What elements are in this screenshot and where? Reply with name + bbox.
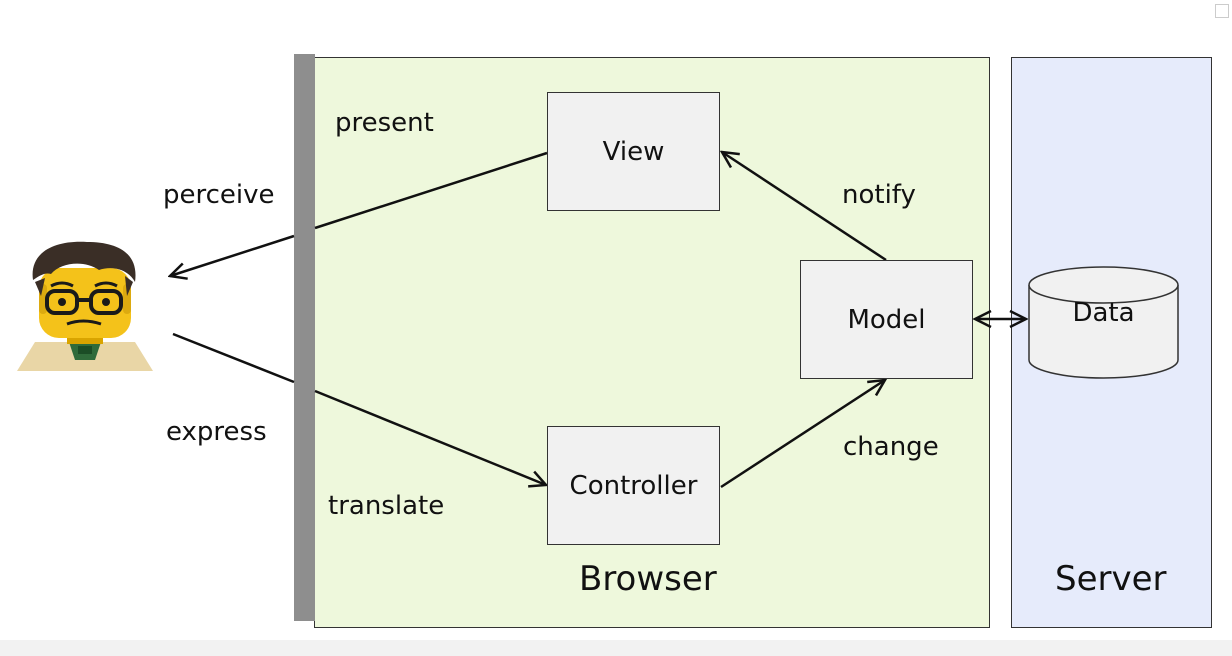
controller-box: Controller: [547, 426, 720, 545]
change-label: change: [843, 432, 939, 462]
view-box: View: [547, 92, 720, 211]
arrow-perceive: [170, 234, 295, 276]
corner-marker: [1215, 4, 1229, 18]
model-label: Model: [847, 304, 926, 335]
perceive-label: perceive: [163, 180, 275, 210]
notify-label: notify: [842, 180, 916, 210]
server-label: Server: [1055, 559, 1167, 599]
user-lego-figure-icon: [17, 241, 153, 371]
database-cylinder-icon: [1028, 266, 1179, 379]
present-label: present: [335, 108, 434, 138]
arrow-translate: [314, 389, 546, 485]
boundary-bar: [294, 54, 315, 621]
arrow-express: [172, 332, 295, 384]
data-label: Data: [1072, 298, 1135, 328]
view-label: View: [602, 136, 665, 167]
express-label: express: [166, 417, 267, 447]
arrow-notify: [722, 152, 887, 262]
bottom-strip: [0, 640, 1232, 656]
controller-label: Controller: [569, 470, 698, 501]
arrow-view-to-boundary: [314, 151, 548, 230]
model-box: Model: [800, 260, 973, 379]
arrow-change: [720, 380, 885, 489]
translate-label: translate: [328, 491, 445, 521]
browser-label: Browser: [579, 559, 717, 599]
